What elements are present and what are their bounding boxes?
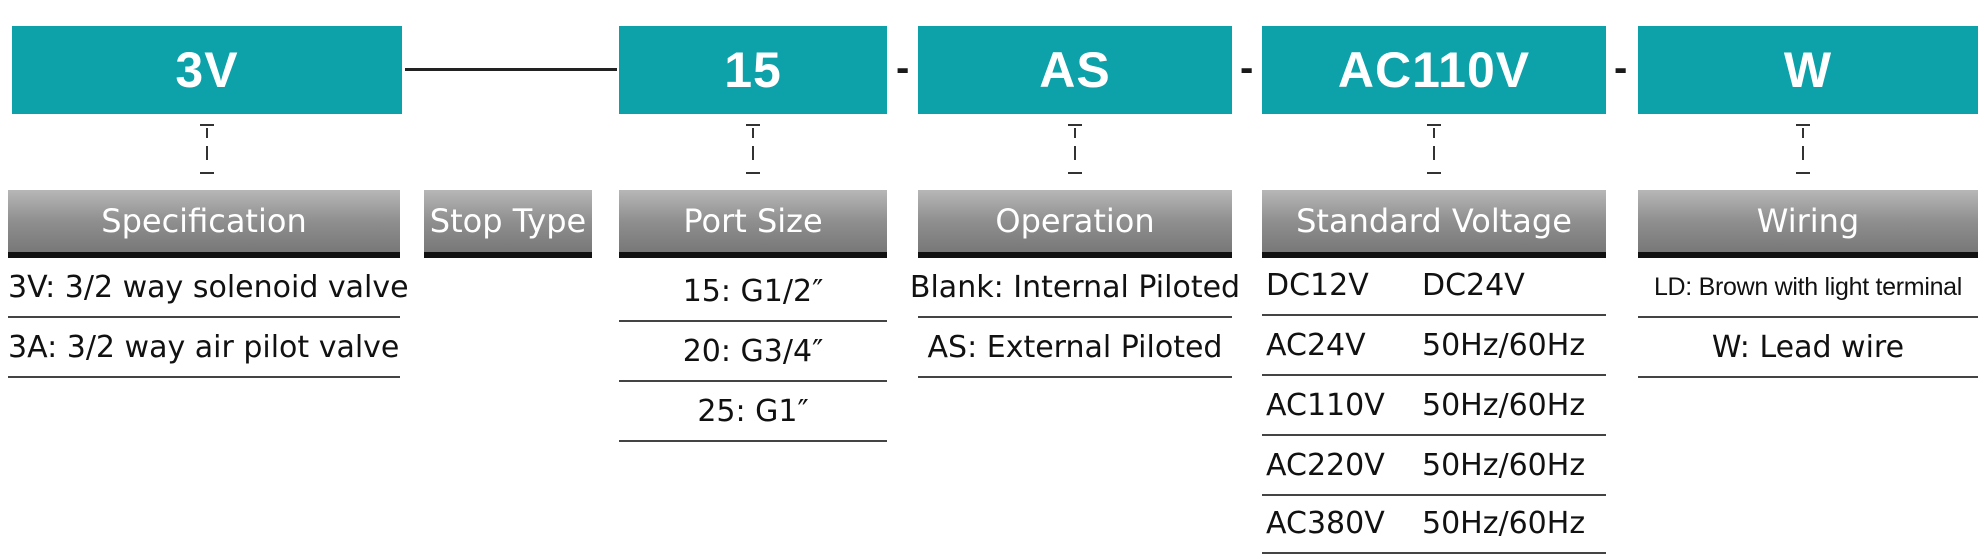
header-port-size: Port Size [619, 190, 887, 258]
wiring-row-text: LD: Brown with light terminal [1653, 272, 1963, 301]
wiring-row: LD: Brown with light terminal [1638, 258, 1978, 318]
wiring-row: W: Lead wire [1638, 318, 1978, 378]
voltage-type: AC380V [1266, 505, 1385, 541]
voltage-type: DC12V [1266, 267, 1369, 303]
port-row-text: 15: G1/2″ [682, 273, 824, 309]
code-box-wiring: W [1638, 26, 1978, 114]
port-row: 20: G3/4″ [619, 322, 887, 382]
voltage-freq: 50Hz/60Hz [1422, 505, 1586, 541]
separator-1: - [896, 46, 910, 90]
header-operation: Operation [918, 190, 1232, 258]
voltage-row: AC24V 50Hz/60Hz [1262, 316, 1606, 376]
operation-row: AS: External Piloted [918, 318, 1232, 378]
connector-line [405, 68, 617, 71]
voltage-type: AC24V [1266, 327, 1366, 363]
port-row-text: 20: G3/4″ [682, 333, 824, 369]
header-stop-type-label: Stop Type [429, 202, 587, 240]
header-specification-label: Specification [101, 202, 307, 240]
connector-spec [200, 124, 214, 176]
voltage-freq: 50Hz/60Hz [1422, 387, 1586, 423]
connector-voltage [1427, 124, 1441, 176]
operation-row-text: AS: External Piloted [927, 329, 1223, 365]
spec-row: 3A: 3/2 way air pilot valve [8, 318, 400, 378]
port-row: 15: G1/2″ [619, 262, 887, 322]
voltage-freq: DC24V [1422, 267, 1525, 303]
code-spec-text: 3V [175, 42, 239, 98]
connector-operation [1068, 124, 1082, 176]
header-standard-voltage-label: Standard Voltage [1296, 202, 1572, 240]
code-voltage-text: AC110V [1337, 42, 1531, 98]
code-port-text: 15 [724, 42, 782, 98]
port-row: 25: G1″ [619, 382, 887, 442]
voltage-type: AC110V [1266, 387, 1385, 423]
separator-2: - [1240, 46, 1254, 90]
header-standard-voltage: Standard Voltage [1262, 190, 1606, 258]
header-wiring-label: Wiring [1756, 202, 1860, 240]
voltage-row: AC380V 50Hz/60Hz [1262, 494, 1606, 554]
code-box-operation: AS [918, 26, 1232, 114]
header-specification: Specification [8, 190, 400, 258]
connector-port [746, 124, 760, 176]
header-wiring: Wiring [1638, 190, 1978, 258]
spec-row: 3V: 3/2 way solenoid valve [8, 258, 409, 318]
code-box-voltage: AC110V [1262, 26, 1606, 114]
code-wiring-text: W [1783, 42, 1833, 98]
operation-row-text: Blank: Internal Piloted [909, 269, 1241, 305]
operation-row: Blank: Internal Piloted [910, 258, 1240, 318]
code-box-spec: 3V [12, 26, 402, 114]
voltage-row: AC110V 50Hz/60Hz [1262, 376, 1606, 436]
wiring-row-text: W: Lead wire [1711, 329, 1905, 365]
code-box-port: 15 [619, 26, 887, 114]
voltage-freq: 50Hz/60Hz [1422, 327, 1586, 363]
spec-row-text: 3V: 3/2 way solenoid valve [8, 269, 409, 305]
voltage-row: DC12V DC24V [1262, 256, 1606, 316]
connector-wiring [1796, 124, 1810, 176]
header-operation-label: Operation [995, 202, 1155, 240]
port-row-text: 25: G1″ [697, 393, 809, 429]
code-operation-text: AS [1039, 42, 1111, 98]
spec-row-text: 3A: 3/2 way air pilot valve [8, 329, 400, 365]
separator-3: - [1614, 46, 1628, 90]
header-port-size-label: Port Size [683, 202, 823, 240]
voltage-freq: 50Hz/60Hz [1422, 447, 1586, 483]
voltage-type: AC220V [1266, 447, 1385, 483]
voltage-row: AC220V 50Hz/60Hz [1262, 436, 1606, 496]
header-stop-type: Stop Type [424, 190, 592, 258]
